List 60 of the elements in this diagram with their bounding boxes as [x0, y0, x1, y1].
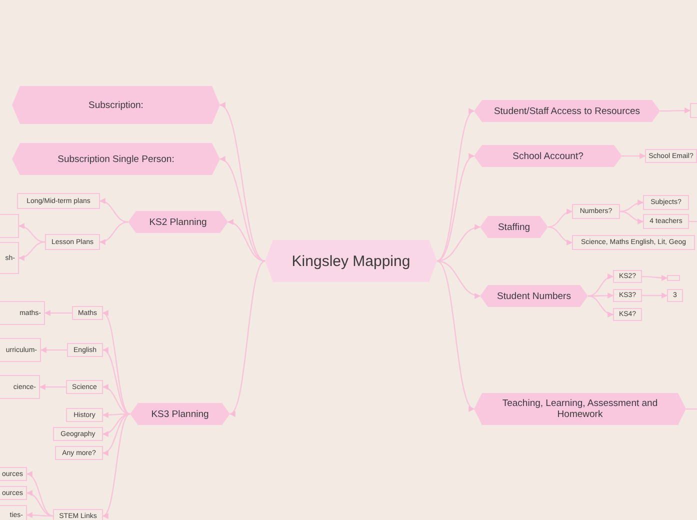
node-text: Staffing: [498, 222, 530, 232]
connector: [436, 110, 474, 262]
connector: [622, 153, 646, 159]
connector: [588, 295, 614, 317]
connector: [26, 472, 54, 517]
connector: [660, 108, 691, 114]
connector: [686, 408, 697, 410]
subtopic-box: [572, 204, 620, 219]
subtopic-box: [72, 306, 103, 320]
node-text: School Account?: [512, 150, 584, 162]
node-text: Teaching, Learning, Assessment and Homework: [501, 398, 659, 420]
connector: [548, 226, 573, 245]
node-text: Subscription:: [88, 100, 144, 110]
connector: [620, 210, 644, 224]
subtopic-box: [613, 308, 642, 321]
subtopic-box: [17, 193, 100, 209]
subtopic-box: [53, 427, 103, 441]
connector: [26, 512, 53, 518]
connector: [18, 224, 46, 243]
connector: [227, 220, 266, 262]
connector: [588, 274, 614, 297]
connector: [99, 221, 128, 244]
subtopic-box: [645, 149, 697, 163]
subtopic-box: [66, 408, 103, 422]
subtopic-box: [67, 343, 103, 357]
subtopic-box: [45, 234, 100, 250]
connector: [689, 220, 697, 222]
subtopic-box: [66, 380, 103, 394]
connector: [588, 292, 614, 299]
subtopic-box: [55, 446, 103, 460]
connector: [219, 158, 266, 262]
connector: [642, 292, 668, 298]
node-text: Student Numbers: [497, 290, 571, 302]
subtopic-box: [572, 235, 695, 250]
connector: [99, 198, 128, 223]
subtopic-box: [53, 509, 103, 520]
subtopic-box: [613, 270, 642, 283]
subtopic-box: [613, 289, 642, 302]
connector: [39, 384, 66, 390]
connector: [44, 310, 72, 316]
node-text: Kingsley Mapping: [292, 252, 410, 270]
connector: [18, 241, 46, 260]
connector: [219, 104, 266, 262]
subtopic-box: [667, 289, 683, 302]
connector: [436, 260, 474, 410]
connector: [102, 414, 130, 516]
connector: [642, 274, 668, 281]
connector: [26, 490, 54, 517]
node-text: Student/Staff Access to Resources: [494, 106, 640, 116]
connector: [548, 209, 573, 228]
empty-box: [667, 275, 680, 281]
subtopic-box: [643, 195, 689, 210]
connector: [620, 200, 644, 212]
node-text: Subscription Single Person:: [58, 154, 174, 164]
connector: [230, 260, 266, 414]
connector: [40, 347, 67, 353]
node-text: KS3 Planning: [151, 408, 209, 420]
connector: [102, 312, 130, 414]
subtopic-box: [643, 214, 689, 229]
node-text: KS2 Planning: [149, 216, 207, 228]
